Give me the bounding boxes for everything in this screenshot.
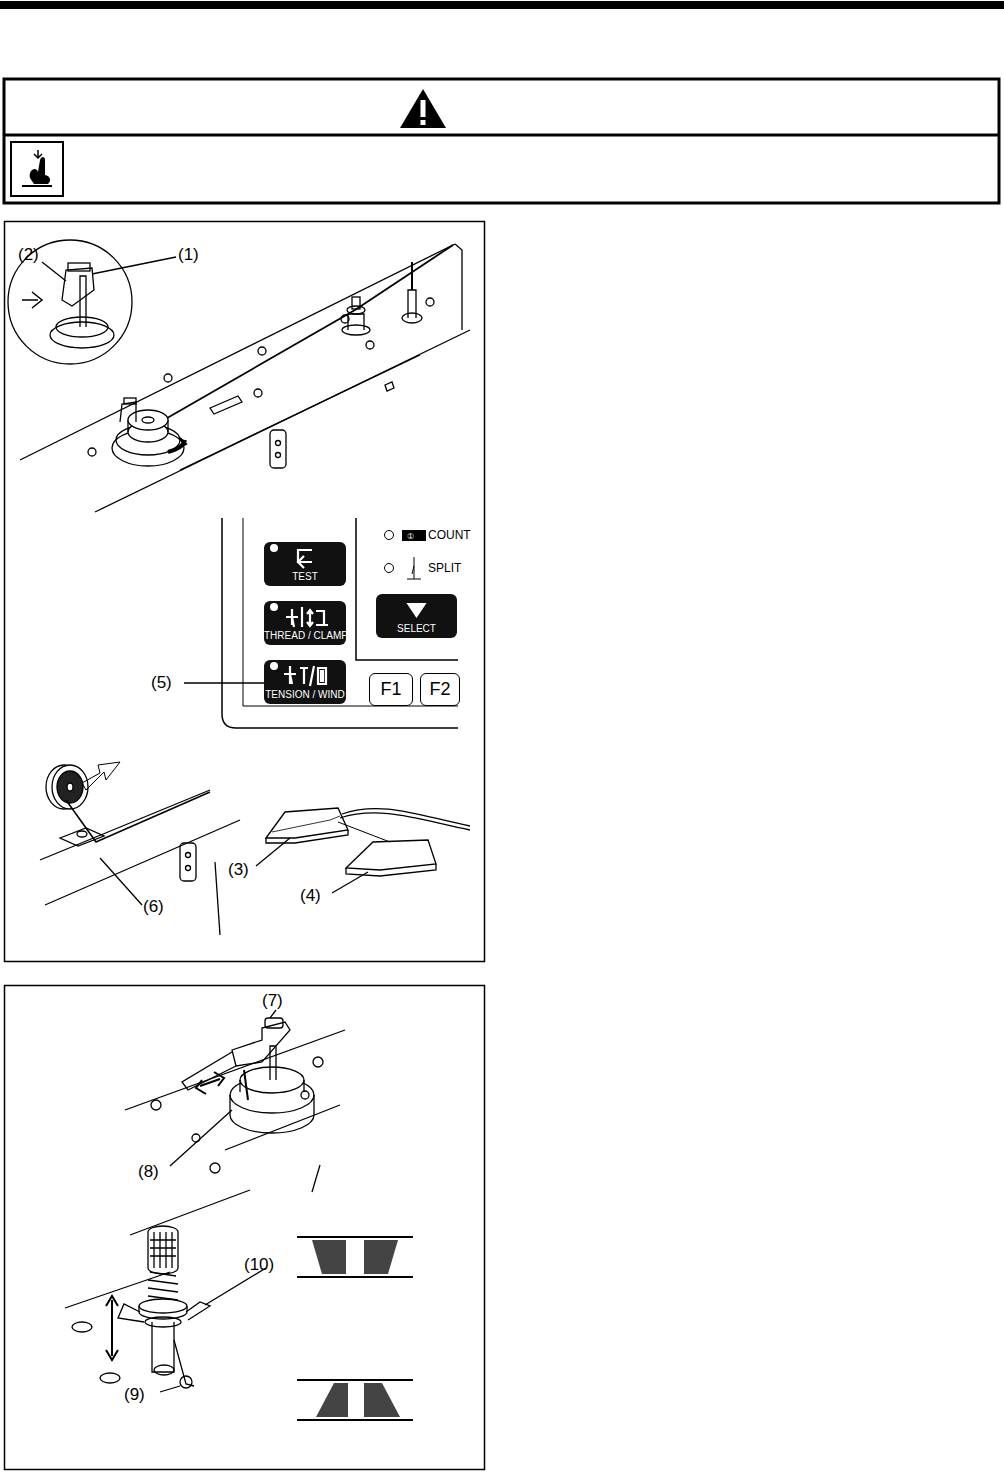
pedals-and-spool — [40, 762, 470, 935]
panel-button: SELECT — [376, 594, 457, 638]
indicator-label: SPLIT — [428, 561, 461, 575]
callout-number: (9) — [124, 1385, 145, 1405]
function-key: F1 — [369, 673, 413, 706]
button-label: F1 — [380, 679, 401, 700]
panel-button: TENSION / WIND — [264, 660, 346, 704]
callout-number: (7) — [262, 991, 283, 1011]
callout-number: (10) — [244, 1255, 274, 1275]
bobbin-thread — [312, 1240, 400, 1417]
button-label: SELECT — [376, 623, 457, 634]
figure-frame — [5, 986, 485, 1470]
callout-number: (2) — [18, 245, 39, 265]
figure-frame — [5, 222, 485, 962]
button-label: TEST — [264, 571, 346, 582]
callout-number: (4) — [300, 886, 321, 906]
callout-number: (6) — [143, 897, 164, 917]
callout-number: (5) — [151, 673, 172, 693]
indicator-label: COUNT — [428, 528, 471, 542]
machine-arm — [8, 240, 470, 905]
panel-button: TEST — [264, 542, 346, 586]
button-label: F2 — [429, 679, 450, 700]
svg-text:①: ① — [407, 532, 414, 541]
callout-number: (3) — [228, 860, 249, 880]
warning-box — [4, 79, 999, 203]
header-rule — [0, 1, 1004, 9]
callout-number: (8) — [138, 1162, 159, 1182]
button-label: TENSION / WIND — [264, 689, 346, 700]
panel-button: THREAD / CLAMP — [264, 601, 346, 645]
winder-adjustment — [65, 1010, 413, 1420]
button-label: THREAD / CLAMP — [264, 630, 346, 641]
function-key: F2 — [420, 673, 460, 706]
callout-number: (1) — [178, 245, 199, 265]
